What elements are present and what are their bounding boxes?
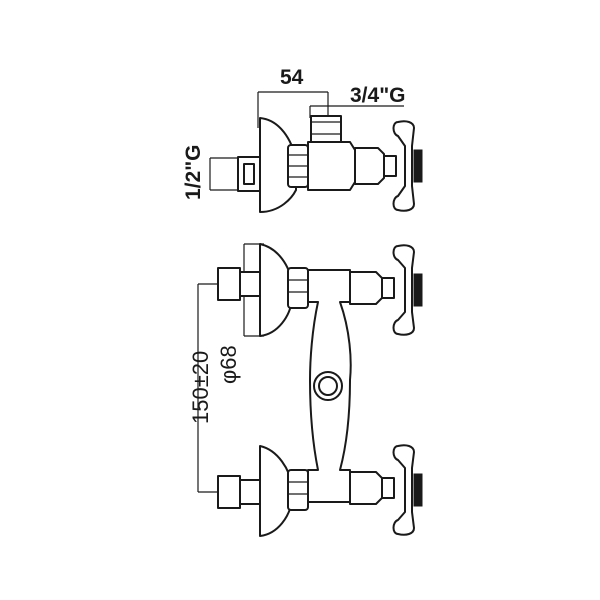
dim-thread-inlet-label: 1/2"G	[182, 145, 205, 200]
lower-bonnet	[349, 471, 383, 505]
front-view: φ68 150±20	[188, 243, 423, 537]
lower-handle-indicator	[413, 473, 423, 507]
upper-hex-nut	[287, 267, 309, 309]
upper-inlet-thread	[217, 267, 241, 301]
upper-inlet-nut	[239, 271, 261, 297]
cross-handle	[392, 120, 415, 212]
upper-bonnet	[349, 271, 383, 305]
outlet-connector	[310, 115, 342, 143]
lower-hex-nut	[287, 469, 309, 511]
dim-54-label: 54	[280, 66, 304, 89]
outlet-ring-inner	[318, 376, 338, 396]
bonnet	[354, 147, 385, 185]
spindle	[383, 155, 397, 177]
dim-centers-label: 150±20	[188, 351, 213, 424]
upper-handle-indicator	[413, 273, 423, 307]
lower-inlet-nut	[239, 479, 261, 505]
wall-flange	[259, 117, 297, 213]
lower-cross-handle	[392, 444, 415, 536]
dim-diameter-label: φ68	[216, 345, 241, 384]
lower-inlet-thread	[217, 475, 241, 509]
valve-body	[307, 141, 356, 191]
upper-spindle	[381, 277, 395, 299]
lower-spindle	[381, 477, 395, 499]
inlet-thread-inner	[243, 163, 255, 185]
handle-indicator	[413, 149, 423, 183]
side-view: 54 3/4"G 1/2"G	[182, 66, 423, 213]
upper-cross-handle	[392, 244, 415, 336]
dim-thread-outlet-label: 3/4"G	[350, 84, 405, 107]
